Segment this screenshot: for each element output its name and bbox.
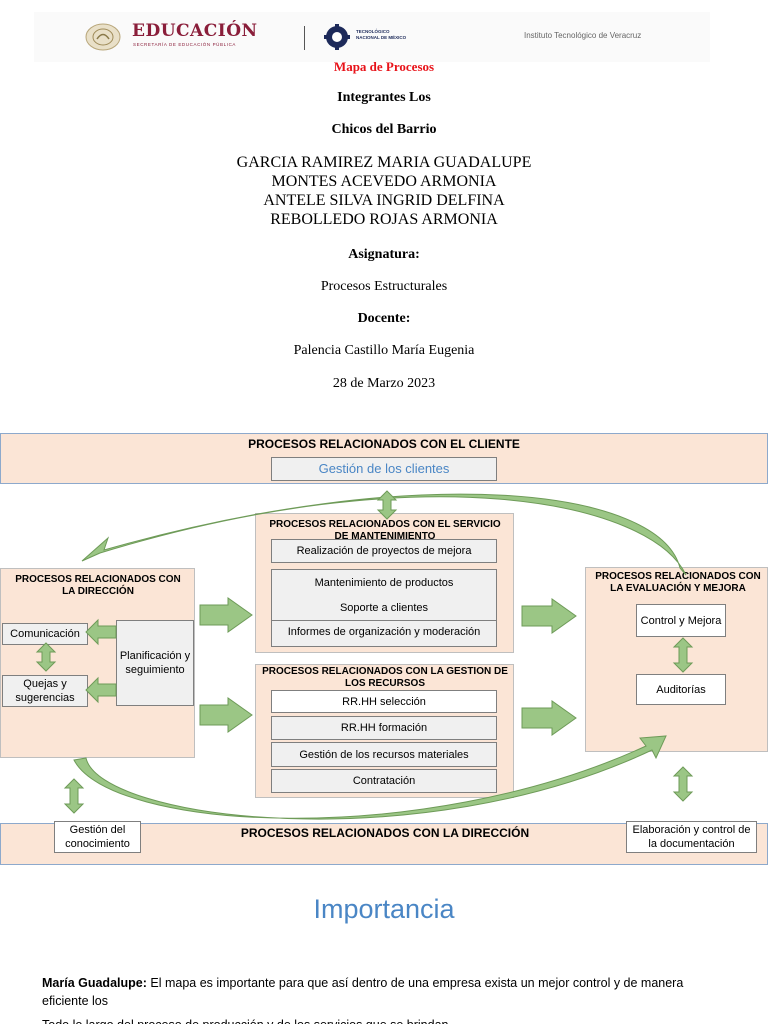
arrow-evaluation-documentation [672,766,694,802]
client-processes-title: PROCESOS RELACIONADOS CON EL CLIENTE [248,437,520,451]
client-management-box: Gestión de los clientes [271,457,497,481]
communication-box: Comunicación [2,623,88,645]
mexico-seal-icon [85,23,121,51]
team-label: Integrantes Los [337,90,431,105]
next-paragraph-line: Todo lo largo del proceso de producción … [42,1016,742,1024]
reports-item: Informes de organización y moderación [287,626,481,638]
paragraph-text: El mapa es importante para que así dentr… [42,976,684,1008]
arrow-communication-complaints [35,642,57,672]
arrow-planning-to-communication [85,618,117,646]
evaluation-processes-title: PROCESOS RELACIONADOS CON LA EVALUACIÓN … [595,571,761,594]
hr-selection-box: RR.HH selección [271,690,497,713]
institute-name: Instituto Tecnológico de Veracruz [524,31,642,40]
member-name: MONTES ACEVEDO ARMONIA [271,173,497,190]
arrow-direction-to-maintenance [199,597,253,633]
subject-label: Asignatura: [348,247,420,262]
education-logo-subtitle: SECRETARÍA DE EDUCACIÓN PÚBLICA [133,42,237,47]
maintenance-group-box: Mantenimiento de productos Soporte a cli… [271,569,497,647]
arrow-control-audits [672,637,694,673]
product-maintenance-item: Mantenimiento de productos [314,577,454,589]
tecnm-gear-icon [324,24,350,50]
members-list: GARCIA RAMIREZ MARIA GUADALUPE MONTES AC… [0,153,768,229]
hiring-box: Contratación [271,769,497,793]
paragraph-author: María Guadalupe: [42,976,147,990]
document-date: 28 de Marzo 2023 [332,376,436,391]
tecnm-logo-text: TECNOLÓGICO NACIONAL DE MÉXICO [356,29,406,41]
improvement-projects-box: Realización de proyectos de mejora [271,539,497,563]
maintenance-processes-title: PROCESOS RELACIONADOS CON EL SERVICIO DE… [269,519,501,542]
document-header: EDUCACIÓN SECRETARÍA DE EDUCACIÓN PÚBLIC… [34,12,710,62]
arrow-direction-to-resources [199,697,253,733]
member-name: ANTELE SILVA INGRID DELFINA [263,192,505,209]
arrow-maintenance-to-evaluation [521,598,577,634]
header-divider [304,26,305,50]
planning-box: Planificación y seguimiento [116,620,194,706]
direction-bottom-title: PROCESOS RELACIONADOS CON LA DIRECCIÓN [240,826,530,840]
document-title: Mapa de Procesos [333,59,435,74]
evaluation-processes-box [585,567,768,752]
direction-processes-title: PROCESOS RELACIONADOS CON LA DIRECCIÓN [15,574,181,597]
complaints-box: Quejas y sugerencias [2,675,88,707]
importance-paragraph: María Guadalupe: El mapa es importante p… [42,974,732,1010]
customer-support-item: Soporte a clientes [339,602,429,614]
education-logo-text: EDUCACIÓN [132,21,258,41]
team-name: Chicos del Barrio [331,122,437,137]
arrow-planning-to-complaints [85,676,117,704]
teacher-name: Palencia Castillo María Eugenia [293,343,475,358]
item-divider [272,620,496,621]
member-name: REBOLLEDO ROJAS ARMONIA [270,211,498,228]
hr-training-box: RR.HH formación [271,716,497,740]
teacher-label: Docente: [357,311,411,326]
audits-box: Auditorías [636,674,726,705]
knowledge-management-box: Gestión del conocimiento [54,821,141,853]
member-name: GARCIA RAMIREZ MARIA GUADALUPE [236,154,532,171]
arrow-resources-to-evaluation [521,700,577,736]
importance-heading: Importancia [313,894,455,924]
control-improvement-box: Control y Mejora [636,604,726,637]
tecnm-line-1: TECNOLÓGICO [356,29,390,34]
material-resources-box: Gestión de los recursos materiales [271,742,497,767]
documentation-control-box: Elaboración y control de la documentació… [626,821,757,853]
bottom-curved-arrow [73,735,667,820]
cut-off-text-line: Todo lo largo del proceso de producción … [42,1016,742,1024]
arrow-direction-knowledge [63,778,85,814]
resources-processes-title: PROCESOS RELACIONADOS CON LA GESTION DE … [262,666,508,689]
tecnm-line-2: NACIONAL DE MÉXICO [356,35,407,40]
arrow-client-maintenance [376,490,398,520]
subject-name: Procesos Estructurales [320,279,448,294]
top-curved-arrow [81,493,687,576]
